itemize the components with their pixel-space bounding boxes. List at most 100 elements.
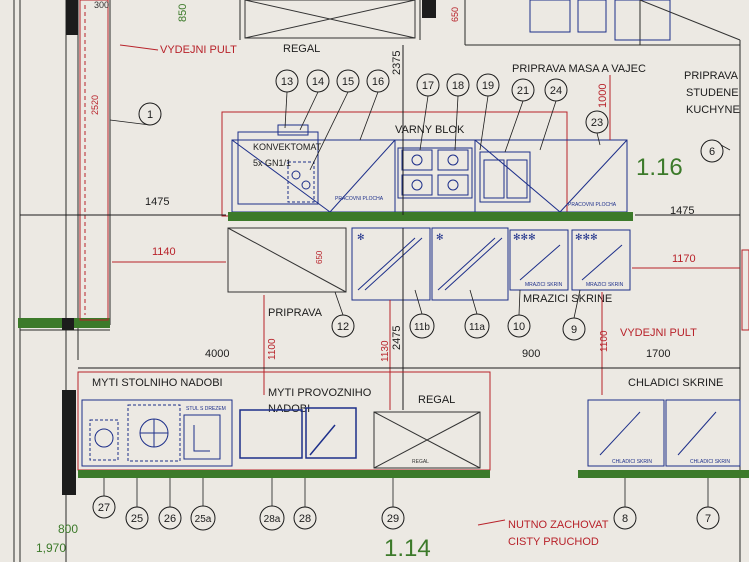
item-leader-16	[359, 91, 379, 141]
chladici-small-1: CHLADICI SKRIN	[612, 459, 652, 465]
item-leader-1	[109, 119, 151, 126]
item-number-12: 12	[337, 321, 349, 333]
cabinet-11a	[431, 227, 509, 301]
konvektomat-size-label: 5x GN1/1	[253, 158, 291, 168]
item-bubble-21	[511, 78, 535, 102]
dim-650: 650	[315, 250, 324, 264]
item-number-26: 26	[164, 513, 176, 525]
dim-1000: 1000	[597, 84, 609, 108]
dim-4000: 4000	[205, 348, 229, 360]
item-leader-15	[309, 91, 349, 171]
kuchyne-label: KUCHYNE	[686, 104, 740, 116]
dim-1970: 1,970	[36, 541, 66, 555]
item-number-19: 19	[482, 80, 494, 92]
item-bubble-8	[613, 506, 637, 530]
svg-text:✻: ✻	[357, 232, 365, 242]
item-bubble-13	[275, 69, 299, 93]
item-bubble-11b	[409, 313, 435, 339]
pracovni-plocha-2-label: PRACOVNI PLOCHA	[568, 202, 617, 208]
dim-1130: 1130	[380, 340, 391, 362]
item-bubble-27	[92, 495, 116, 519]
item-number-17: 17	[422, 80, 434, 92]
item-number-11b: 11b	[414, 322, 430, 333]
regal-small-label: REGAL	[412, 459, 429, 465]
item-number-25a: 25a	[195, 514, 212, 525]
item-number-10: 10	[513, 321, 525, 333]
varny-blok-burners	[397, 147, 473, 199]
room-number-116: 1.16	[636, 154, 683, 181]
dim-1475-right: 1475	[670, 205, 694, 217]
myti-provozniho-1: MYTI PROVOZNIHO	[268, 387, 372, 399]
item-number-28a: 28a	[264, 514, 281, 525]
dim-800: 800	[58, 522, 78, 536]
chladici-small-2: CHLADICI SKRIN	[690, 459, 730, 465]
room-number-114: 1.14	[384, 535, 431, 562]
cabinet-11b	[351, 227, 431, 301]
item-leader-9	[573, 289, 581, 319]
item-number-7: 7	[705, 513, 711, 525]
vydejni-pult-top-label: VYDEJNI PULT	[160, 44, 237, 56]
item-number-25: 25	[131, 513, 143, 525]
dim-1100-right: 1100	[599, 330, 610, 352]
leader-vydejni-top	[119, 44, 159, 51]
wall-pier	[422, 0, 436, 18]
item-number-11a: 11a	[469, 322, 485, 333]
vydejni-pult-right-counter	[741, 249, 749, 331]
varny-blok-label: VARNY BLOK	[395, 124, 465, 136]
item-number-23: 23	[591, 117, 603, 129]
dim-1700: 1700	[646, 348, 670, 360]
nutno-zachovat-label: NUTNO ZACHOVAT	[508, 519, 609, 531]
item-leader-17	[419, 95, 429, 151]
dim-2375: 2375	[391, 51, 403, 75]
priprava-label: PRIPRAVA	[268, 307, 323, 319]
wall-column-top	[66, 0, 78, 35]
item-bubble-25a	[190, 505, 216, 531]
item-bubble-23	[585, 110, 609, 134]
regal-top	[244, 0, 416, 39]
item-bubble-29	[381, 506, 405, 530]
green-floor-line-right	[578, 470, 749, 478]
dim-1100-left: 1100	[267, 338, 278, 360]
item-number-18: 18	[452, 80, 464, 92]
mrazici-skrine-label: MRAZICI SKRINE	[523, 293, 612, 305]
item-bubble-15	[336, 69, 360, 93]
wall-column-mid	[62, 318, 74, 330]
item-bubble-11a	[464, 313, 490, 339]
item-number-29: 29	[387, 513, 399, 525]
dim-1475-left: 1475	[145, 196, 169, 208]
item-number-24: 24	[550, 85, 562, 97]
wall-column-bottom	[62, 390, 76, 495]
item-number-21: 21	[517, 85, 529, 97]
item-leader-18	[454, 95, 459, 151]
item-leader-19	[479, 95, 489, 151]
konvektomat-label: KONVEKTOMAT	[253, 142, 322, 152]
item-number-15: 15	[342, 76, 354, 88]
item-bubble-16	[366, 69, 390, 93]
regal-top-label: REGAL	[283, 43, 320, 55]
green-counter-edge	[228, 212, 633, 221]
item-bubble-10	[507, 314, 531, 338]
regal-bottom-label: REGAL	[418, 394, 455, 406]
myti-stolniho-label: MYTI STOLNIHO NADOBI	[92, 377, 223, 389]
priprava-masa-label: PRIPRAVA MASA A VAJEC	[512, 63, 646, 75]
item-bubble-24	[544, 78, 568, 102]
item-bubble-25	[125, 506, 149, 530]
item-leader-11a	[469, 289, 478, 315]
myti-provozniho-2: NADOBI	[268, 403, 310, 415]
mrazici-small-1: MRAZICI SKRIN	[525, 282, 563, 288]
item-bubble-12	[331, 314, 355, 338]
item-number-8: 8	[622, 513, 628, 525]
item-number-16: 16	[372, 76, 384, 88]
dim-1170: 1170	[672, 253, 696, 265]
item-bubble-1	[138, 102, 162, 126]
item-bubble-28	[293, 506, 317, 530]
sink-station	[239, 407, 357, 459]
svg-text:✻: ✻	[436, 232, 444, 242]
item-leader-13	[284, 91, 288, 129]
item-bubble-9	[562, 317, 586, 341]
item-bubble-28a	[259, 505, 285, 531]
item-bubble-18	[446, 73, 470, 97]
item-leader-21	[504, 100, 524, 153]
dim-300: 300	[94, 0, 109, 10]
chladici-skrine-units	[587, 399, 741, 467]
